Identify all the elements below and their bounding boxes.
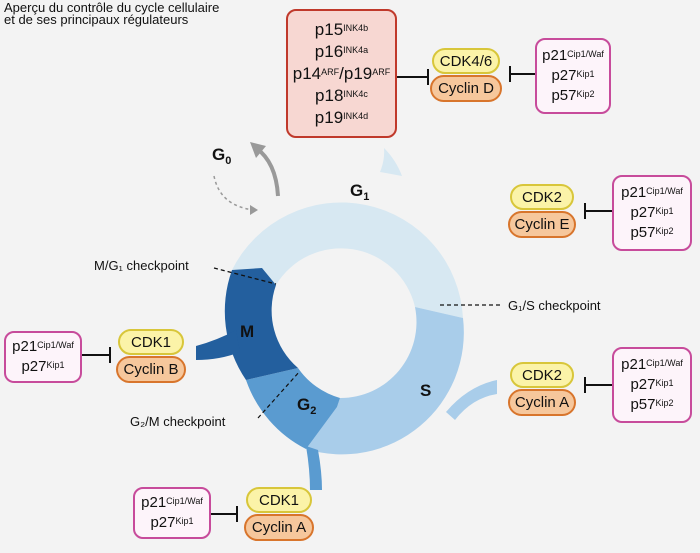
cip-kip-box-g2: p21Cip1/Waf p27Kip1	[133, 487, 211, 539]
g2-label: G2	[297, 395, 316, 417]
inhibitor-p21: p21Cip1/Waf	[542, 47, 604, 64]
inhibitor-p27: p27Kip1	[150, 514, 194, 531]
cyclin-d-pill: Cyclin D	[430, 75, 502, 102]
cdk1-pill-m: CDK1	[118, 329, 184, 355]
g0-entry-arrow	[254, 146, 280, 197]
inhibitor-p16: p16INK4a	[314, 41, 369, 61]
m-g1-checkpoint-label: M/G₁ checkpoint	[94, 258, 189, 273]
inhibitor-p21: p21Cip1/Waf	[621, 356, 683, 373]
inhibitor-p57: p57Kip2	[630, 224, 674, 241]
inhibitor-p27: p27Kip1	[630, 204, 674, 221]
cip-kip-box-g1s: p21Cip1/Waf p27Kip1 p57Kip2	[612, 175, 692, 251]
g0-return-arrow	[213, 175, 255, 211]
inhibitor-p21: p21Cip1/Waf	[621, 184, 683, 201]
title-line-1: Aperçu du contrôle du cycle cellulaire	[4, 0, 220, 15]
inhibition-lines	[82, 66, 612, 522]
g1-phase-segment	[232, 202, 463, 318]
inhibitor-p27: p27Kip1	[21, 358, 65, 375]
g1-label: G1	[350, 181, 369, 203]
s-branch	[446, 380, 497, 420]
g1-s-checkpoint-label: G₁/S checkpoint	[508, 298, 601, 313]
cyclin-a-pill-s: Cyclin A	[508, 389, 576, 416]
inhibitor-p19: p19INK4d	[314, 107, 369, 127]
title-line-2: et de ses principaux régulateurs	[4, 12, 189, 27]
inhibitor-p21: p21Cip1/Waf	[12, 338, 74, 355]
cyclin-e-pill: Cyclin E	[508, 211, 576, 238]
cdk2-pill-s: CDK2	[510, 362, 574, 388]
cyclin-b-pill: Cyclin B	[116, 356, 186, 383]
m-phase-segment	[224, 268, 298, 380]
inhibitor-p18: p18INK4c	[315, 85, 368, 105]
g2-m-checkpoint-label: G₂/M checkpoint	[130, 414, 226, 429]
inhibitor-p57: p57Kip2	[630, 396, 674, 413]
figure-title: Aperçu du contrôle du cycle cellulaire e…	[4, 0, 220, 27]
inhibitor-p21: p21Cip1/Waf	[141, 494, 203, 511]
g2-m-checkpoint-line	[257, 370, 301, 419]
g0-entry-arrowhead	[250, 142, 266, 158]
cip-kip-box-m: p21Cip1/Waf p27Kip1	[4, 331, 82, 383]
g2-branch	[306, 446, 322, 490]
inhibitor-p57: p57Kip2	[551, 87, 595, 104]
s-label: S	[420, 381, 431, 400]
cdk2-pill-g1s: CDK2	[510, 184, 574, 210]
m-branch	[196, 330, 240, 360]
g2-phase-segment	[246, 368, 340, 449]
g0-return-arrowhead	[250, 205, 258, 215]
inhibitor-p27: p27Kip1	[551, 67, 595, 84]
g0-label: G0	[212, 145, 231, 167]
inhibitor-p27: p27Kip1	[630, 376, 674, 393]
cyclin-a-pill-g2: Cyclin A	[244, 514, 314, 541]
cip-kip-box-top: p21Cip1/Waf p27Kip1 p57Kip2	[535, 38, 611, 114]
cip-kip-box-s: p21Cip1/Waf p27Kip1 p57Kip2	[612, 347, 692, 423]
cdk1-pill-g2: CDK1	[246, 487, 312, 513]
cdk4-6-pill: CDK4/6	[432, 48, 500, 74]
m-label: M	[240, 322, 254, 341]
s-phase-segment	[306, 307, 464, 455]
m-g1-checkpoint-line	[213, 267, 277, 285]
g1-branch	[380, 148, 402, 176]
inhibitor-p14-p19: p14ARF/p19ARF	[292, 63, 391, 83]
ink4-inhibitor-box: p15INK4b p16INK4a p14ARF/p19ARF p18INK4c…	[286, 9, 397, 138]
inhibitor-p15: p15INK4b	[314, 19, 369, 39]
